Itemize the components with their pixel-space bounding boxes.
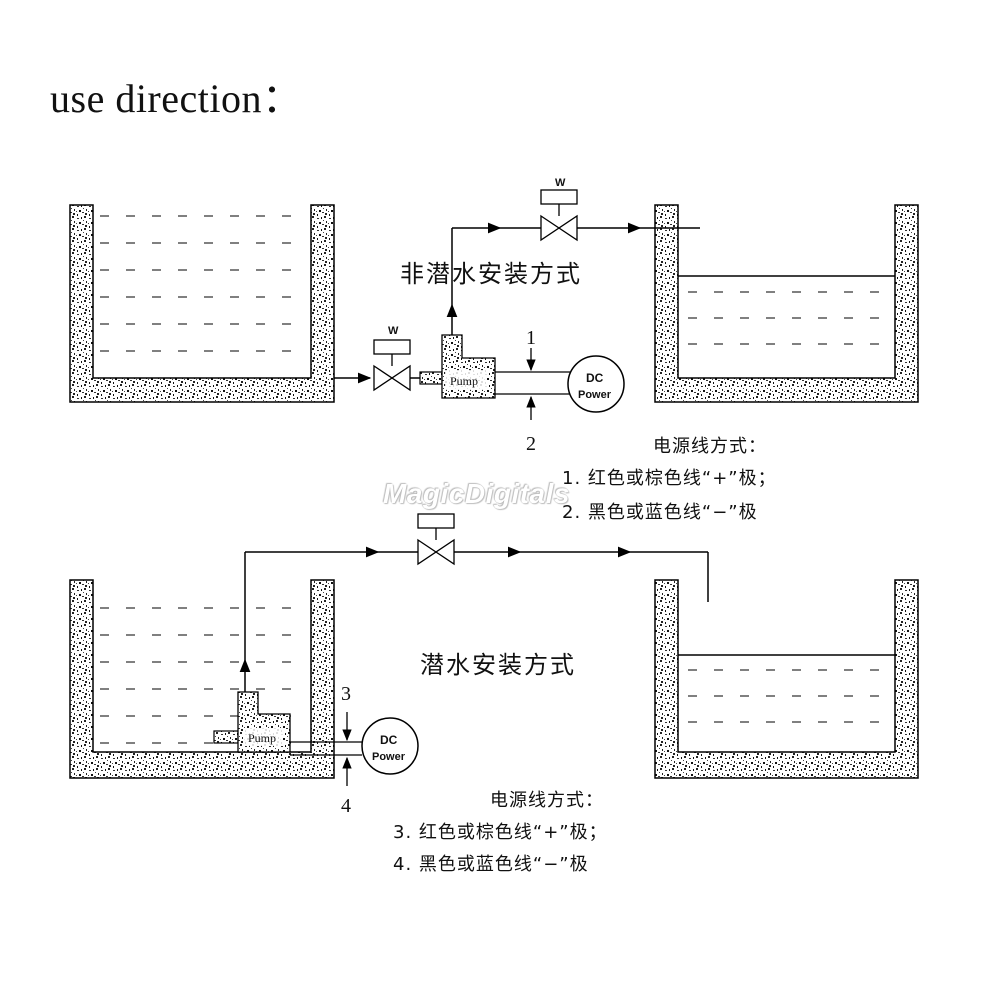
outlet-valve: W: [540, 177, 578, 242]
bottom-dc-power: DC Power: [361, 717, 419, 775]
pump-label: Pump: [248, 731, 276, 745]
water-level-lines: [688, 669, 879, 723]
wire-minus-number: 2: [526, 433, 536, 455]
top-dc-power: DC Power: [567, 355, 625, 413]
bottom-notes-heading: 电源线方式：: [490, 790, 604, 811]
bottom-note-4: 4. 黑色或蓝色线“−”极: [393, 854, 589, 875]
bottom-source-tank: [69, 579, 335, 779]
top-pump: Pump: [441, 334, 496, 399]
inlet-valve: W: [373, 325, 411, 392]
bottom-diagram: Pump 3 4: [69, 513, 919, 875]
bottom-target-tank: [654, 579, 919, 779]
top-notes-heading: 电源线方式：: [653, 436, 767, 457]
power-label: Power: [372, 751, 406, 763]
bottom-caption: 潜水安装方式: [420, 651, 576, 679]
pump-label: Pump: [450, 374, 478, 388]
top-caption: 非潜水安装方式: [400, 260, 582, 288]
bottom-outlet-valve: [417, 513, 455, 566]
bottom-pump: Pump: [213, 691, 291, 753]
water-level-lines: [100, 607, 291, 744]
bottom-note-3: 3. 红色或棕色线“+”极；: [393, 822, 608, 843]
top-diagram: W Pump W: [69, 177, 919, 523]
dc-label: DC: [586, 371, 604, 385]
inlet-valve-label: W: [388, 325, 399, 337]
top-target-tank: [654, 204, 919, 403]
top-note-1: 1. 红色或棕色线“+”极；: [562, 468, 777, 489]
water-level-lines: [100, 215, 291, 352]
wire-minus-number: 4: [341, 795, 351, 817]
dc-label: DC: [380, 733, 398, 747]
watermark: MagicDigitals: [383, 478, 570, 509]
outlet-valve-label: W: [555, 177, 566, 189]
inlet-connector: [419, 371, 443, 385]
wire-plus-number: 1: [526, 327, 536, 349]
top-source-tank: [69, 204, 335, 403]
water-level-lines: [688, 291, 879, 345]
page-title: use direction：: [50, 76, 303, 121]
power-label: Power: [578, 389, 612, 401]
wire-plus-number: 3: [341, 683, 351, 705]
top-note-2: 2. 黑色或蓝色线“−”极: [562, 502, 758, 523]
